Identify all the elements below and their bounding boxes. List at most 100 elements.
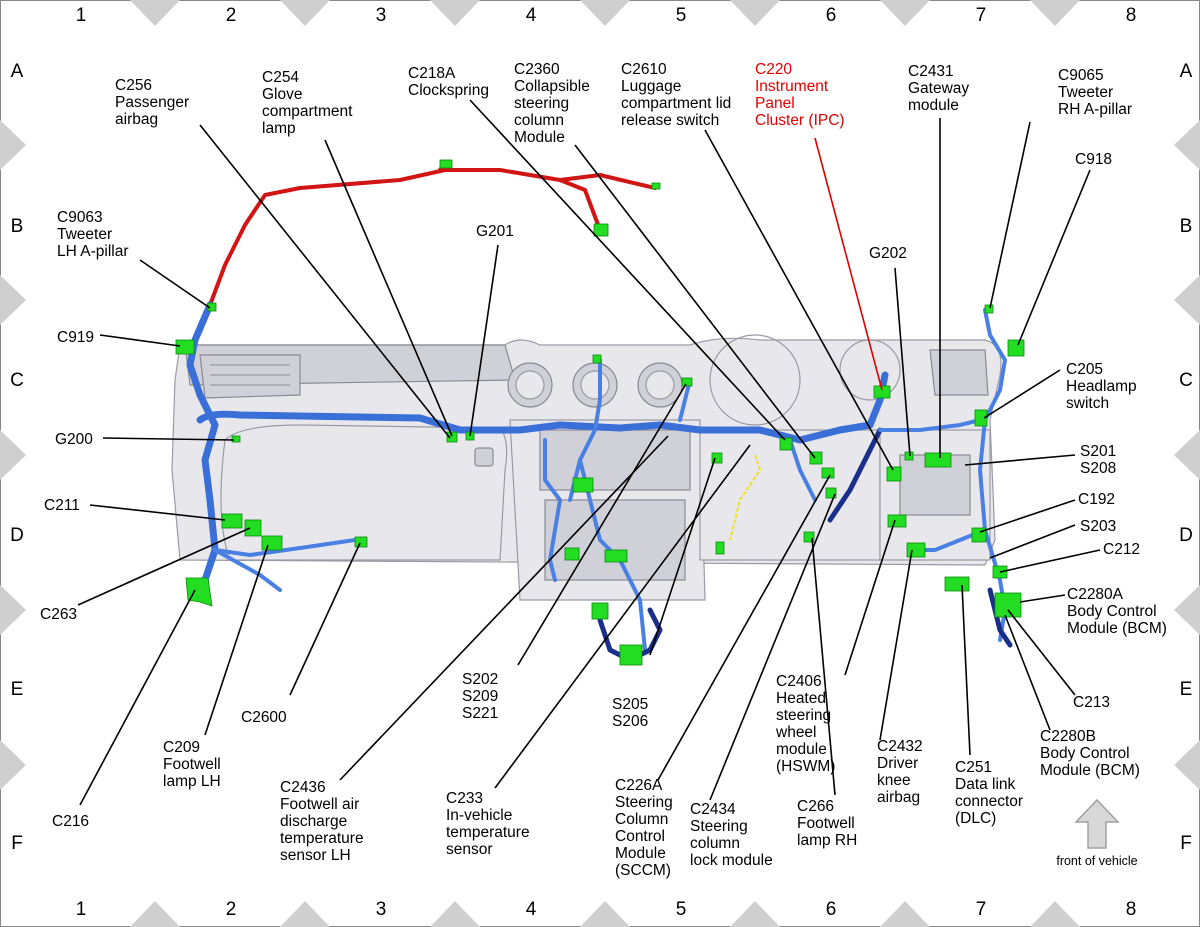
label-c209: C209 Footwell lamp LH [163,739,225,790]
connector-c2406[interactable] [887,514,907,528]
label-c205: C205 Headlamp switch [1066,361,1141,412]
label-c2360: C2360 Collapsible steering column Module [514,61,594,146]
connector-c918[interactable] [1007,339,1025,357]
grid-column-labels-bottom: 1 2 3 4 5 6 7 8 [76,899,1137,920]
connector-c9065[interactable] [984,304,994,314]
grid-row-c: C [10,370,24,391]
label-c254: C254 Glove compartment lamp [262,69,357,137]
connector-center-a[interactable] [572,477,594,493]
label-c251: C251 Data link connector (DLC) [955,759,1027,827]
label-s205: S205 S206 [612,696,653,730]
connector-c220[interactable] [873,385,891,399]
connector-c2600[interactable] [354,536,368,548]
grid-col-4-bottom: 4 [526,899,537,920]
grid-row-d: D [10,525,24,546]
connector-c919[interactable] [175,339,195,355]
label-c220: C220 Instrument Panel Cluster (IPC) [755,61,845,129]
label-c2436: C2436 Footwell air discharge temperature… [280,779,368,864]
front-of-vehicle-indicator: front of vehicle [1056,798,1138,868]
label-c2280a: C2280A Body Control Module (BCM) [1067,586,1167,637]
label-c2434: C2434 Steering column lock module [690,801,773,869]
connector-red-end[interactable] [651,182,661,190]
grid-col-1: 1 [76,5,87,26]
connector-center-c[interactable] [564,547,580,561]
connector-c263[interactable] [244,519,262,537]
front-of-vehicle-label: front of vehicle [1056,854,1137,868]
connector-c218a[interactable] [779,437,793,451]
label-c2280b: C2280B Body Control Module (BCM) [1040,728,1140,779]
grid-col-2-bottom: 2 [226,899,237,920]
grid-col-6-bottom: 6 [826,899,837,920]
label-c256: C256 Passenger airbag [115,77,193,128]
leader-lines [77,99,1101,806]
label-c2432: C2432 Driver knee airbag [877,738,927,806]
label-c266: C266 Footwell lamp RH [797,798,859,849]
instrument-panel-illustration [171,334,1002,601]
connector-c251[interactable] [944,576,970,592]
grid-row-e-right: E [1180,679,1193,700]
grid-row-labels-right: A B C D E F [1179,61,1193,854]
label-c9063: C9063 Tweeter LH A-pillar [57,209,129,260]
connector-s205[interactable] [711,452,723,464]
grid-col-5: 5 [676,5,687,26]
grid-col-1-bottom: 1 [76,899,87,920]
connector-yellow-end[interactable] [715,541,725,555]
label-s203: S203 [1080,518,1116,535]
grid-col-4: 4 [526,5,537,26]
grid-row-f-right: F [1180,833,1192,854]
grid-col-7-bottom: 7 [976,899,987,920]
arrow-up-icon [1074,798,1120,849]
label-c2610: C2610 Luggage compartment lid release sw… [621,61,736,129]
grid-row-a: A [11,61,24,82]
grid-row-a-right: A [1180,61,1193,82]
grid-row-f: F [11,833,23,854]
connector-center-d[interactable] [591,602,609,620]
grid-col-8-bottom: 8 [1126,899,1137,920]
connector-c266[interactable] [803,531,815,543]
grid-row-labels-left: A B C D E F [10,61,24,854]
connector-c2280a[interactable] [994,592,1022,618]
label-c211: C211 [44,497,80,514]
connector-c2610[interactable] [886,466,902,482]
grid-col-3: 3 [376,5,387,26]
connector-c233[interactable] [681,377,693,387]
connector-c254-top[interactable] [439,159,453,169]
connector-center-top[interactable] [592,354,602,364]
connectors [175,159,1025,666]
grid-column-labels-top: 1 2 3 4 5 6 7 8 [76,5,1137,26]
grid-col-7: 7 [976,5,987,26]
connector-c205[interactable] [974,409,988,427]
connector-c254[interactable] [446,431,458,443]
grid-row-d-right: D [1179,525,1193,546]
grid-row-b-right: B [1180,216,1193,237]
connector-c2360-top[interactable] [593,223,609,237]
grid-row-c-right: C [1179,370,1193,391]
label-c218a: C218A Clockspring [408,65,489,99]
connector-center-b[interactable] [604,549,628,563]
grid-col-3-bottom: 3 [376,899,387,920]
connector-g200[interactable] [231,435,241,443]
connector-c216[interactable] [185,577,213,607]
label-g202: G202 [869,245,907,262]
label-c233: C233 In-vehicle temperature sensor [446,790,534,858]
callout-labels: C256 Passenger airbag C254 Glove compart… [40,61,1167,879]
grid-row-b: B [11,216,24,237]
label-c2600: C2600 [241,709,287,726]
label-c226a: C226A Steering Column Control Module (SC… [615,777,677,879]
connector-c226a[interactable] [821,467,835,479]
connector-c2432[interactable] [906,542,926,558]
connector-center-e[interactable] [619,644,643,666]
grid-row-e: E [11,679,24,700]
connector-c2434[interactable] [825,487,837,499]
connector-c209[interactable] [261,535,283,551]
connector-c211[interactable] [221,513,243,529]
label-c263: C263 [40,606,77,623]
label-c919: C919 [57,329,94,346]
connector-c2431[interactable] [924,452,952,468]
label-c212: C212 [1103,541,1140,558]
label-s201: S201 S208 [1080,443,1121,477]
grid-col-5-bottom: 5 [676,899,687,920]
grid-col-6: 6 [826,5,837,26]
